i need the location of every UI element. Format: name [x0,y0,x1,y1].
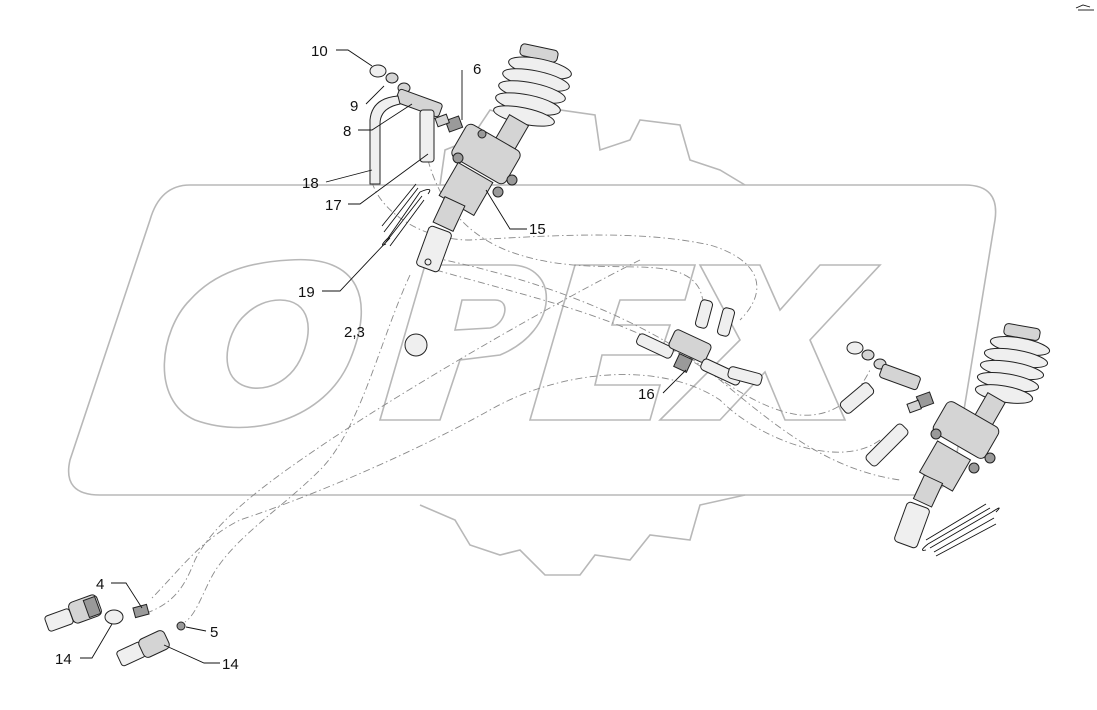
mounting-bolt [984,452,996,464]
mounting-bolt [477,129,487,139]
callout-14-left: 14 [55,651,72,668]
spring-hook [922,507,1000,551]
tee-fitting [395,88,443,118]
hose-line [149,374,881,601]
leader-lines [80,49,687,664]
mounting-bolt [968,462,980,474]
leader-line-18 [325,169,373,183]
callout-18: 18 [302,175,319,192]
tube-fitting [839,382,875,414]
leader-line-16 [662,369,687,394]
corner-arrow-line [1075,4,1091,9]
callout-10: 10 [311,43,328,60]
opex-watermark [67,109,997,576]
hex-nut [673,353,693,373]
watermark-letters [163,258,882,429]
bent-tube [369,95,401,185]
leader-line-10 [336,49,373,67]
hose-line [139,259,641,616]
leader-line-8 [358,103,413,131]
callout-labels: 10 9 8 6 18 17 15 19 2,3 16 4 5 14 14 [55,43,655,673]
mounting-bolt [506,174,518,186]
tube-fitting [636,333,674,359]
valve-body [451,123,521,185]
watermark-letter-o [163,258,363,429]
mounting-bolt [492,186,504,198]
callout-5: 5 [210,624,218,641]
return-spring [381,183,431,247]
hose-line [184,274,411,623]
callout-16: 16 [638,386,655,403]
return-spring [922,503,1000,557]
washer [861,349,875,361]
coupling-group [44,594,186,667]
coupling-nut [82,595,102,619]
valve-body [932,401,1000,459]
leader-line-19 [322,237,391,292]
cross-fitting [668,329,712,363]
bellows-boot [974,323,1051,404]
elbow-fitting [716,307,736,337]
valve-assembly-left [369,43,572,357]
small-arrow-icon [1075,4,1094,11]
elbow-fitting-group [839,341,935,467]
callout-8: 8 [343,123,351,140]
spring-coil [925,503,997,557]
elbow-fitting-group [369,64,443,185]
leader-line-17 [348,153,429,205]
hex-fitting [444,115,464,133]
junction-fittings [636,299,763,386]
clevis-fork [894,501,930,549]
coupling-body [138,630,170,658]
tube-fitting [727,366,763,386]
valve-assembly-right [839,323,1051,557]
washer [369,64,387,78]
callout-19: 19 [298,284,315,301]
tee-fitting [879,363,921,391]
watermark-letter-x [658,264,882,421]
washer [385,72,399,84]
leader-line-9 [365,85,385,105]
mounting-bolt [452,152,464,164]
spring-coil [381,183,425,247]
bellows-boot [493,43,572,127]
adapter-fitting [419,109,435,163]
tube-fitting [865,423,909,467]
leader-line-15 [485,189,527,230]
fitting [434,113,450,128]
clevis-rod [912,474,944,508]
callout-9: 9 [350,98,358,115]
clevis-rod [432,195,466,233]
leader-line-14a [80,623,113,659]
spring-hook [382,189,431,246]
leader-line-14b [163,644,220,664]
dust-cap [132,603,150,619]
watermark-letter-p [378,264,548,421]
hose-line [371,181,758,321]
leader-line-4 [111,582,143,609]
leader-line-5 [185,626,207,632]
callout-6: 6 [473,61,481,78]
elbow-fitting [694,299,714,329]
snap-ring [404,333,428,357]
watermark-frame [67,184,997,496]
hose-line [435,269,901,481]
washer [846,341,864,355]
callout-17: 17 [325,197,342,214]
small-clip [176,621,186,631]
callout-2-3: 2,3 [344,324,365,341]
mounting-bolt [930,428,942,440]
hose-end [104,609,124,625]
callout-4: 4 [96,576,104,593]
callout-15: 15 [529,221,546,238]
callout-14-right: 14 [222,656,239,673]
clevis-pin [424,258,432,266]
fitting [906,399,922,414]
